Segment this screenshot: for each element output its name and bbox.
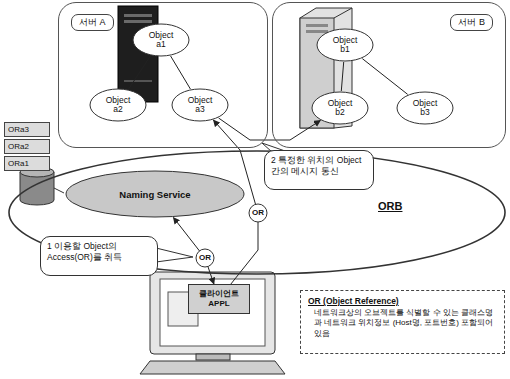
edge-label: OR: [195, 252, 215, 264]
ellipse-shape: [66, 171, 244, 217]
naming-service: Naming Service: [65, 170, 245, 218]
server-edge: [334, 8, 352, 18]
monitor-screen: [160, 279, 265, 346]
node-text: ORa1: [8, 158, 46, 169]
client-app-window: 클라이언트 APPL: [188, 284, 250, 314]
node-text: Object a2: [101, 96, 135, 114]
object-ellipse: Object a3: [171, 88, 229, 122]
node-text: Object a3: [183, 96, 217, 114]
node-text: OR (Object Reference): [308, 296, 497, 306]
node-text: Object a1: [144, 31, 178, 49]
drive-slot: [124, 80, 152, 82]
drive-slot: [124, 14, 152, 17]
keyboard: [140, 361, 285, 374]
node-text: Object b1: [328, 36, 362, 54]
drive-slot: [306, 24, 328, 27]
ellipse-shape: [317, 29, 373, 61]
connector: [341, 62, 343, 91]
edge-label-holder: OR: [248, 207, 268, 219]
reference-box: ORa2: [4, 139, 50, 154]
monitor-stand: [196, 354, 230, 360]
reference-box: ORa1: [4, 156, 50, 171]
node-text: 서버 B: [450, 14, 493, 31]
monitor-frame: [150, 272, 275, 354]
edge-label-holder: OR: [195, 252, 215, 264]
connector: [171, 56, 191, 89]
connector: [173, 218, 214, 285]
object-ellipse: Object b2: [311, 91, 369, 125]
node-text: 클라이언트 APPL: [191, 289, 247, 308]
ellipse-shape: [172, 89, 228, 121]
node-text: ORa3: [8, 124, 46, 135]
callout-bubble: 1 이용할 Object의 Access(OR)를 취득: [40, 236, 158, 276]
node-text: 2 특정한 위치의 Object간의 메시지 통신: [271, 155, 367, 176]
connector: [219, 118, 321, 140]
node-text: ORB: [378, 200, 402, 212]
node-text: Object b2: [323, 99, 357, 117]
server-region: 서버 A Object a1 Object a2 Object a3: [58, 2, 268, 148]
leader-line: [54, 188, 64, 193]
note-box: OR (Object Reference) 네트워크상의 오브젝트를 식별할 수 …: [300, 290, 505, 354]
node-text: 서버 A: [71, 14, 114, 31]
connector: [129, 56, 151, 89]
node-text: 네트워크상의 오브젝트를 식별할 수 있는 클래스명과 네트워크 위치정보 (H…: [308, 308, 497, 339]
object-ellipse: Object b3: [396, 91, 454, 125]
object-ellipse: Object b1: [316, 28, 374, 62]
drive-slot: [306, 30, 328, 33]
callout-bubble: 2 특정한 위치의 Object간의 메시지 통신: [264, 150, 374, 190]
connector: [362, 59, 407, 95]
ellipse-shape: [397, 92, 453, 124]
object-ellipse: Object a1: [132, 23, 190, 57]
node-text: 1 이용할 Object의 Access(OR)를 취득: [47, 241, 151, 262]
label-circle: [249, 204, 267, 222]
node-text: Naming Service: [119, 189, 190, 200]
server-region: 서버 B Object b1 Object b2 Object b3: [272, 2, 506, 148]
reference-box: ORa3: [4, 122, 50, 137]
ellipse-shape: [90, 89, 146, 121]
node-text: Object b3: [408, 99, 442, 117]
callout-tail: [156, 248, 193, 262]
label-circle: [196, 249, 214, 267]
edge-label: OR: [248, 207, 268, 219]
ellipse-shape: [133, 24, 189, 56]
drive-slot: [124, 20, 152, 23]
node-text: ORa2: [8, 141, 46, 152]
ellipse-shape: [9, 151, 505, 274]
object-ellipse: Object a2: [89, 88, 147, 122]
ellipse-shape: [312, 92, 368, 124]
